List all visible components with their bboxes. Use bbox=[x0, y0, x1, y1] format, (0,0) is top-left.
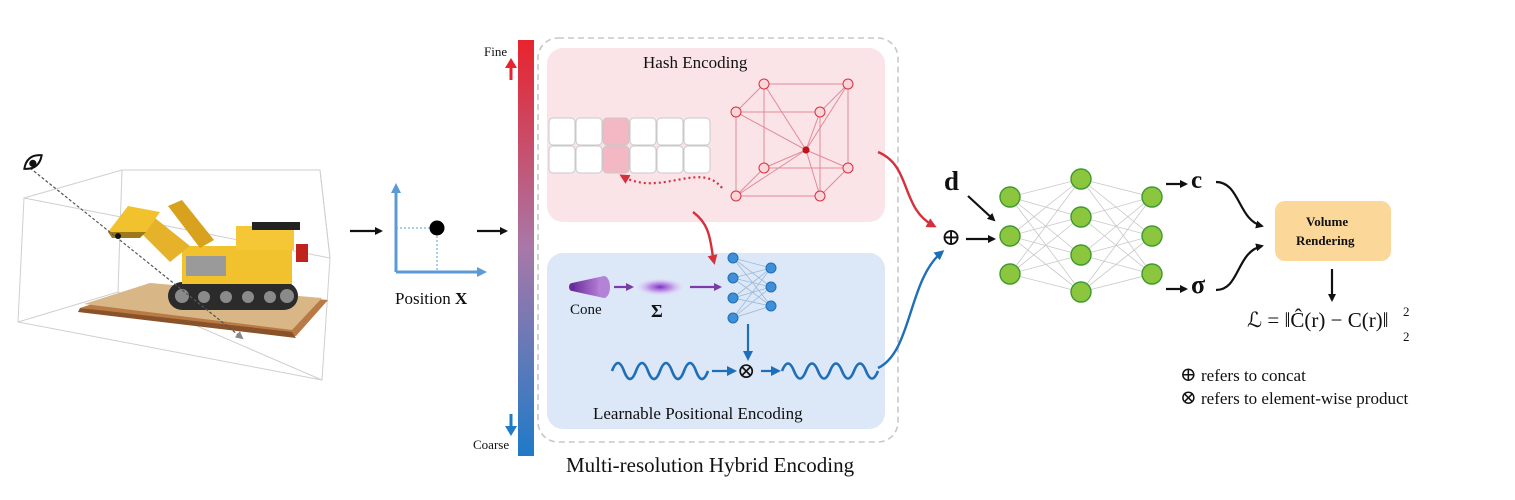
d-label: d bbox=[944, 166, 960, 196]
hash-lookup-arrow bbox=[619, 174, 723, 189]
sigma-symbol: Σ bbox=[651, 301, 663, 321]
legend-concat: ⊕ refers to concat bbox=[1180, 365, 1306, 385]
arrow-sigma-to-volume bbox=[1215, 243, 1264, 292]
hash-grid-cube-icon bbox=[730, 78, 854, 202]
mhe-title: Multi-resolution Hybrid Encoding bbox=[566, 453, 855, 477]
hash-table-grid bbox=[548, 117, 711, 174]
lpe-panel bbox=[547, 253, 885, 429]
fine-arrow-icon bbox=[505, 58, 517, 80]
hash-to-lpe-mlp-arrow bbox=[692, 211, 718, 265]
lpe-mlp-icon bbox=[727, 252, 777, 324]
coarse-label: Coarse bbox=[473, 437, 510, 452]
volume-rendering-label-2: Rendering bbox=[1296, 233, 1355, 248]
loss-formula: ℒ = ‖Ĉ(r) − C(r)‖ bbox=[1247, 310, 1389, 331]
lpe-title: Learnable Positional Encoding bbox=[593, 404, 803, 423]
cone-label: Cone bbox=[570, 302, 602, 318]
legend-product: ⊗ refers to element-wise product bbox=[1180, 388, 1408, 408]
cone-icon bbox=[569, 276, 610, 298]
legend-product-symbol: ⊗ bbox=[1180, 387, 1197, 409]
volume-rendering-label-1: Volume bbox=[1306, 214, 1349, 229]
eye-icon bbox=[23, 154, 43, 170]
resolution-gradient-bar bbox=[518, 40, 534, 456]
hash-encoding-title: Hash Encoding bbox=[643, 53, 748, 72]
concat-symbol: ⊕ bbox=[941, 225, 962, 251]
bulldozer-scene-image bbox=[17, 167, 331, 381]
arrow-c-to-volume bbox=[1215, 180, 1264, 229]
position-plot bbox=[391, 183, 487, 277]
sigma-output-label: σ bbox=[1191, 270, 1206, 299]
loss-formula-main: ℒ = ‖Ĉ(r) − C(r)‖ bbox=[1247, 308, 1389, 332]
c-output-label: c bbox=[1191, 167, 1203, 194]
legend-concat-symbol: ⊕ bbox=[1180, 364, 1197, 386]
volume-rendering-box bbox=[1275, 201, 1391, 261]
loss-superscript: 2 bbox=[1403, 304, 1410, 319]
output-wave-icon bbox=[780, 362, 880, 380]
product-symbol: ⊗ bbox=[737, 358, 756, 383]
legend-product-text: refers to element-wise product bbox=[1201, 389, 1409, 408]
position-variable: X bbox=[455, 289, 468, 308]
mlp-network-icon bbox=[999, 168, 1163, 303]
hash-encoding-panel bbox=[547, 48, 885, 222]
coarse-arrow-icon bbox=[505, 414, 517, 436]
legend-concat-text: refers to concat bbox=[1201, 366, 1306, 385]
position-text: Position bbox=[395, 289, 455, 308]
loss-subscript: 2 bbox=[1403, 329, 1410, 344]
lpe-to-concat-arrow bbox=[877, 250, 945, 370]
input-wave-icon bbox=[610, 361, 710, 381]
fine-label: Fine bbox=[484, 44, 508, 59]
hybrid-encoding-container bbox=[537, 37, 899, 443]
gaussian-blob-icon bbox=[635, 278, 685, 296]
hash-to-concat-arrow bbox=[877, 150, 937, 228]
arrow-d-to-mlp bbox=[967, 195, 996, 222]
position-label: Position X bbox=[395, 290, 467, 307]
